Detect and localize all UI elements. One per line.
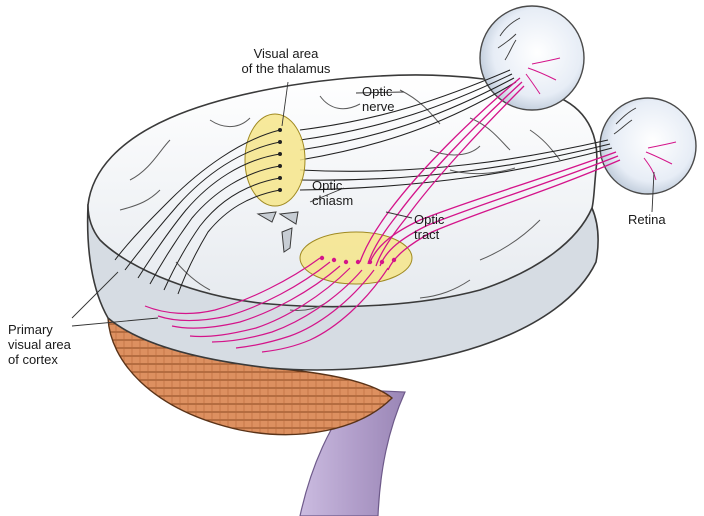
brainstem: [299, 389, 406, 516]
lateral-geniculate-nucleus: [299, 231, 413, 285]
leader-lines: [71, 81, 655, 327]
label-optic-chiasm: Optic chiasm: [312, 178, 353, 208]
sulci: [119, 89, 561, 311]
label-line: visual area: [8, 337, 71, 352]
geniculo-cortical-fibers: [144, 257, 389, 353]
label-visual-area-thalamus: Visual area of the thalamus: [236, 46, 336, 76]
label-line: tract: [414, 227, 440, 242]
eyeball-left: [479, 5, 585, 111]
optic-nerve-fibers-black: [299, 69, 613, 191]
label-line: Optic: [414, 212, 445, 227]
label-optic-tract: Optic tract: [414, 212, 444, 242]
label-line: Optic: [312, 178, 343, 193]
label-optic-nerve: Optic nerve: [362, 84, 395, 114]
thalamus-nucleus: [244, 113, 306, 207]
label-line: Retina: [628, 212, 666, 227]
label-line: nerve: [362, 99, 395, 114]
label-line: chiasm: [312, 193, 354, 208]
thalamus-synapse-dots: [278, 128, 282, 192]
label-line: Visual area: [253, 46, 319, 61]
label-line: Optic: [362, 84, 393, 99]
label-primary-visual-cortex: Primary visual area of cortex: [8, 322, 71, 367]
thalamo-cortical-fibers: [114, 129, 281, 295]
eyeball-right: [599, 97, 697, 195]
ventricles: [256, 211, 299, 253]
label-line: of the thalamus: [241, 61, 331, 76]
optic-tract-fibers-magenta: [359, 77, 621, 271]
label-line: of cortex: [8, 352, 58, 367]
lgn-synapse-dots: [319, 255, 397, 265]
label-line: Primary: [8, 322, 53, 337]
label-retina: Retina: [628, 212, 666, 227]
